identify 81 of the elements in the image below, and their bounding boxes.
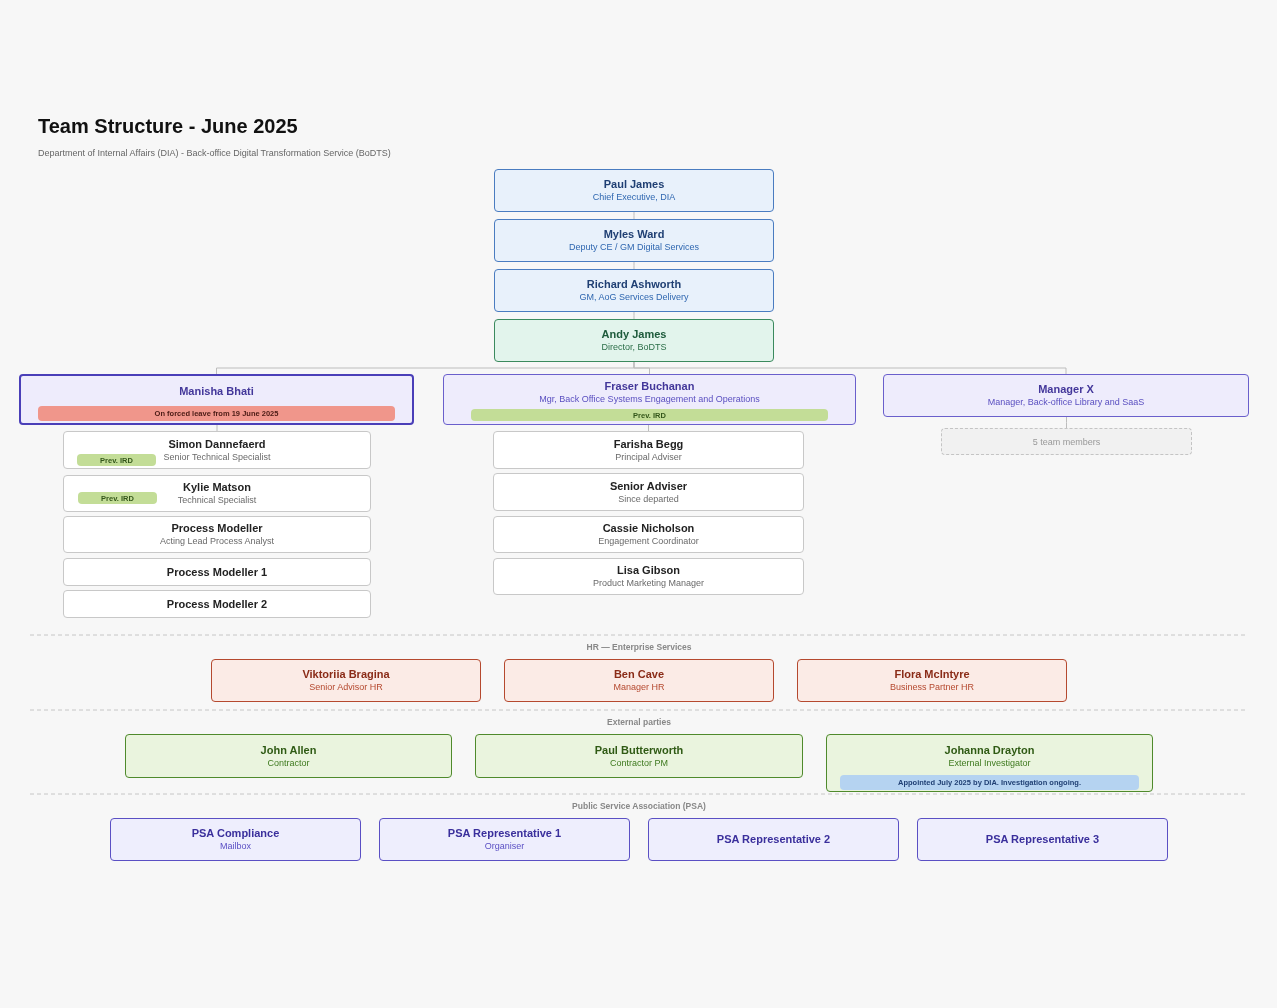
position-card: [110, 818, 361, 861]
position-card: [63, 558, 371, 586]
card-subtitle: External Investigator: [948, 756, 1031, 769]
card-subtitle: Product Marketing Manager: [592, 577, 705, 589]
card-title: PSA Representative 3: [985, 833, 1100, 846]
position-card: [797, 659, 1067, 702]
card-title: PSA Representative 1: [447, 827, 562, 840]
card-title: Lisa Gibson: [617, 564, 680, 577]
card-subtitle: Organiser: [484, 840, 525, 852]
card-subtitle: Manager HR: [613, 681, 665, 693]
position-card: [826, 734, 1153, 792]
position-card: [494, 319, 774, 362]
card-title: PSA Representative 2: [716, 833, 831, 846]
position-card: [883, 374, 1249, 417]
card-subtitle: Engagement Coordinator: [598, 535, 699, 547]
connector-line: [1066, 416, 1067, 429]
position-card: [493, 431, 804, 469]
card-subtitle: Mgr, Back Office Systems Engagement and Operations: [539, 393, 760, 405]
position-card: [493, 516, 804, 553]
position-card: [125, 734, 452, 778]
section-label: Public Service Association (PSA): [572, 801, 706, 813]
page-title: Team Structure - June 2025: [38, 114, 298, 138]
card-title: Ben Cave: [613, 668, 665, 681]
card-title: Andy James: [601, 328, 667, 341]
position-card: [379, 818, 630, 861]
card-subtitle: Director, BoDTS: [601, 341, 667, 353]
card-title: Process Modeller: [171, 522, 263, 535]
card-title: Johanna Drayton: [944, 743, 1035, 757]
position-card: [63, 590, 371, 618]
card-subtitle: Contractor PM: [610, 756, 668, 769]
card-title: Farisha Begg: [613, 437, 684, 451]
team-summary-card: 5 team members: [941, 428, 1192, 455]
card-subtitle: Senior Technical Specialist: [163, 450, 271, 463]
connector-line: [648, 424, 649, 432]
card-subtitle: Since departed: [618, 492, 679, 505]
card-title: John Allen: [260, 743, 317, 757]
position-card: [504, 659, 774, 702]
card-subtitle: Technical Specialist: [177, 494, 257, 506]
position-card: [475, 734, 803, 778]
card-title: Paul James: [603, 178, 665, 191]
card-title: Fraser Buchanan: [604, 380, 695, 393]
page-subtitle: Department of Internal Affairs (DIA) - Back-office Digital Transformation Service (BoDTS): [38, 147, 391, 159]
card-subtitle: Senior Advisor HR: [309, 681, 383, 693]
position-card: [494, 219, 774, 262]
card-subtitle: Acting Lead Process Analyst: [159, 535, 275, 547]
card-title: Senior Adviser: [609, 479, 688, 493]
section-label: External parties: [607, 717, 671, 729]
card-subtitle: Principal Adviser: [615, 450, 682, 463]
position-card: [917, 818, 1168, 861]
connector-line: [633, 361, 1067, 375]
position-card: [493, 558, 804, 595]
card-subtitle: Chief Executive, DIA: [592, 191, 676, 203]
card-title: Process Modeller 1: [166, 565, 268, 579]
position-card: [493, 473, 804, 511]
card-title: Manisha Bhati: [179, 385, 254, 398]
card-title: Manager X: [1038, 383, 1094, 396]
card-title: Process Modeller 2: [166, 597, 268, 611]
card-title: Kylie Matson: [183, 481, 251, 494]
card-title: Viktoriia Bragina: [302, 668, 390, 681]
card-title: Richard Ashworth: [586, 278, 682, 291]
position-card: [63, 516, 371, 553]
card-title: Myles Ward: [603, 228, 665, 241]
card-title: PSA Compliance: [191, 827, 280, 840]
card-subtitle: Mailbox: [220, 840, 251, 852]
position-card: [443, 374, 856, 425]
card-title: Cassie Nicholson: [602, 522, 695, 535]
position-card: [63, 475, 371, 512]
card-subtitle: Contractor: [267, 756, 310, 769]
card-title: Paul Butterworth: [594, 743, 684, 757]
position-card: [19, 374, 414, 425]
position-card: [494, 169, 774, 212]
position-card: [211, 659, 481, 702]
card-title: Simon Dannefaerd: [168, 437, 266, 451]
position-card: [63, 431, 371, 469]
position-card: [494, 269, 774, 312]
card-subtitle: Deputy CE / GM Digital Services: [568, 241, 699, 253]
card-subtitle: Business Partner HR: [889, 681, 974, 693]
card-subtitle: GM, AoG Services Delivery: [579, 291, 689, 303]
position-card: [648, 818, 899, 861]
card-subtitle: Manager, Back-office Library and SaaS: [987, 396, 1145, 408]
card-title: Flora McIntyre: [894, 668, 970, 681]
